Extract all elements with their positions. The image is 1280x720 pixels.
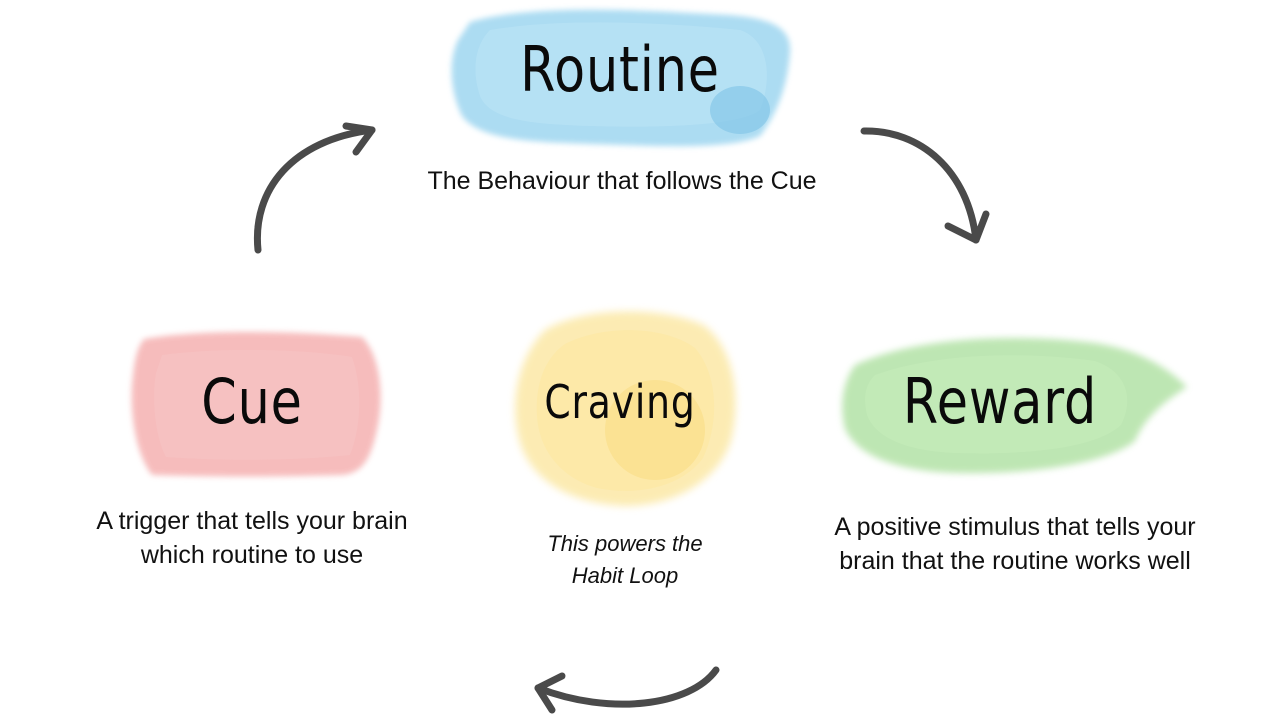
routine-title: Routine: [520, 33, 720, 106]
craving-description-line-2: Habit Loop: [571, 563, 679, 588]
routine-description: The Behaviour that follows the Cue: [427, 167, 817, 195]
curved-arrow-icon-reward-to-cue: [534, 666, 720, 714]
reward-description-line-1: A positive stimulus that tells your: [834, 513, 1196, 541]
reward-title: Reward: [902, 365, 1098, 438]
curved-arrow-icon-routine-to-reward: [860, 127, 990, 244]
curved-arrow-icon-cue-to-routine: [253, 122, 376, 254]
cue-title: Cue: [201, 365, 303, 438]
cue-description-line-2: which routine to use: [140, 541, 364, 569]
cue-blob: [131, 332, 381, 477]
reward-description-line-2: brain that the routine works well: [839, 547, 1191, 575]
routine-blob: [451, 9, 791, 147]
craving-blob: [515, 311, 736, 506]
craving-title: Craving: [544, 375, 696, 429]
cue-description-line-1: A trigger that tells your brain: [96, 507, 408, 535]
reward-blob: [842, 338, 1187, 474]
craving-description-line-1: This powers the: [547, 531, 703, 556]
